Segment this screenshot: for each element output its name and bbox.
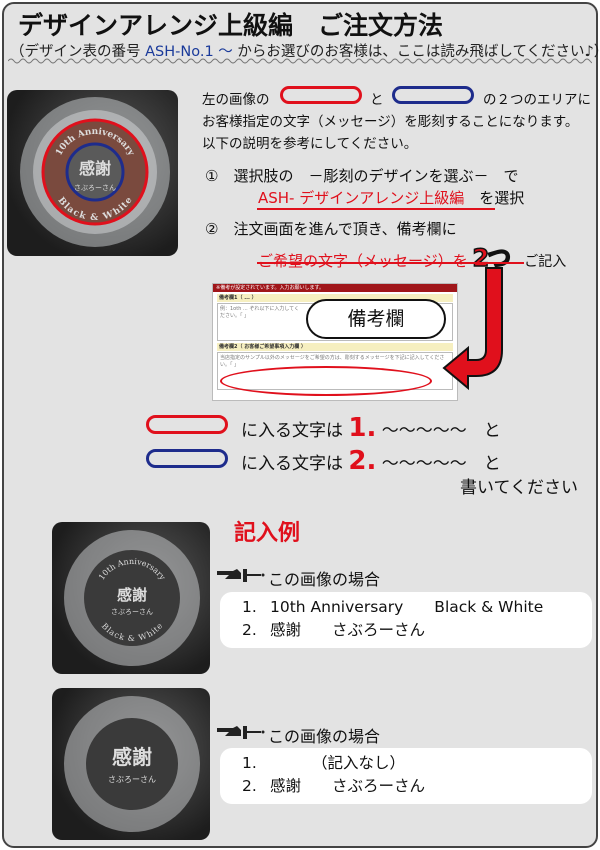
red-arrow-icon	[442, 267, 503, 391]
red-area-marker	[280, 86, 362, 104]
line-number: 2.	[242, 777, 257, 795]
photo-text-name: さぶろーさん	[74, 184, 116, 192]
remarks-highlight-oval	[220, 366, 432, 396]
design-option-highlight: ASH- デザインアレンジ上級編	[258, 189, 465, 207]
ashtray-photo-example-1: 10th Anniversary Black & White 感謝 さぶろーさん	[52, 522, 210, 674]
instruction-line-2: に入る文字は 2. ～～～～～ と	[241, 446, 501, 476]
step-1: ① 選択肢の －彫刻のデザインを選ぶ－ で	[205, 165, 518, 186]
line-text: 感謝 さぶろーさん	[270, 777, 426, 795]
remarks-2-label: 備考欄2（ お客様ご希望事項入力欄 ）	[217, 343, 453, 351]
example-1-line-2: 2. 感謝 さぶろーさん	[242, 619, 592, 642]
number-2: 2.	[348, 446, 377, 476]
pointing-hand-icon	[217, 569, 265, 582]
step-text: 注文画面を進んで頂き、備考欄に	[233, 220, 457, 238]
case-label: この画像の場合	[268, 727, 381, 746]
intro-text: 左の画像の	[202, 92, 270, 108]
step-text: 選択肢の －彫刻のデザインを選ぶ－ で	[233, 167, 519, 185]
case-label: この画像の場合	[268, 570, 381, 589]
wavy-divider	[8, 58, 592, 64]
intro-line-1: 左の画像の	[202, 88, 270, 108]
step-1-detail: ASH- デザインアレンジ上級編 を選択	[258, 187, 524, 208]
photo-text-center: 感謝	[112, 745, 152, 769]
instruction-closing: 書いてください	[460, 478, 578, 498]
photo-text-center: 感謝	[79, 159, 111, 178]
subtitle-post: からお選びのお客様は、ここは読み飛ばしてください♪）	[232, 44, 600, 60]
line-text: （記入なし）	[312, 754, 406, 772]
blue-area-marker	[392, 86, 474, 104]
example-2-line-1: 1. （記入なし）	[242, 752, 592, 775]
instruction-line-1: に入る文字は 1. ～～～～～ と	[241, 413, 501, 443]
red-area-marker	[146, 415, 228, 434]
line-number: 2.	[242, 621, 257, 639]
message-highlight: ご希望の文字（メッセージ）を	[258, 252, 468, 270]
intro-line-3: 以下の説明を参考にしてください。	[202, 136, 418, 152]
example-2-box: 1. （記入なし） 2. 感謝 さぶろーさん	[220, 748, 592, 804]
ashtray-photo-annotated: 10th Anniversary Black & White 感謝 さぶろーさん	[7, 90, 178, 256]
photo-text-name: さぶろーさん	[108, 775, 156, 784]
subtitle-code: ASH-No.1 ～	[145, 44, 233, 60]
step-after: ご記入	[524, 254, 567, 270]
line-text: 10th Anniversary Black & White	[270, 598, 544, 616]
pointing-hand-icon	[217, 726, 265, 739]
examples-heading: 記入例	[234, 521, 301, 546]
form-notice-bar: ※備考が設定されています。入力お願いします。	[213, 284, 457, 292]
photo-text-center: 感謝	[117, 586, 147, 604]
placeholder-tilde: ～～～～～	[381, 421, 467, 441]
and-text: と	[483, 454, 501, 474]
line-text: 感謝 さぶろーさん	[270, 621, 426, 639]
instruction-text: に入る文字は	[241, 454, 343, 474]
and-text: と	[483, 421, 501, 441]
subtitle-pre: （デザイン表の番号	[10, 44, 146, 60]
blue-area-marker	[146, 449, 228, 468]
blue-area-ring	[65, 142, 125, 202]
step-number: ②	[205, 220, 219, 238]
intro-and: と	[370, 92, 384, 108]
page-subtitle: （デザイン表の番号 ASH-No.1 ～ からお選びのお客様は、ここは読み飛ばし…	[10, 40, 600, 61]
ashtray-photo-example-2: 感謝 さぶろーさん	[52, 688, 210, 840]
step-number: ①	[205, 167, 219, 185]
example-2-line-2: 2. 感謝 さぶろーさん	[242, 775, 592, 798]
step-2-detail: ご希望の文字（メッセージ）を 2つ ご記入	[258, 238, 566, 273]
intro-line-1-end: の２つのエリアに	[483, 92, 591, 108]
step-2: ② 注文画面を進んで頂き、備考欄に	[205, 218, 457, 239]
step-after: を選択	[479, 189, 525, 207]
remarks-callout: 備考欄	[306, 299, 446, 339]
intro-line-2: お客様指定の文字（メッセージ）を彫刻することになります。	[202, 114, 579, 130]
number-1: 1.	[348, 413, 377, 443]
page-title: デザインアレンジ上級編 ご注文方法	[18, 11, 444, 40]
example-1-line-1: 1. 10th Anniversary Black & White	[242, 596, 592, 619]
line-number: 1.	[242, 598, 257, 616]
placeholder-tilde: ～～～～～	[381, 454, 467, 474]
photo-text-name: さぶろーさん	[111, 608, 153, 616]
underline	[257, 208, 495, 210]
example-1-box: 1. 10th Anniversary Black & White 2. 感謝 さぶ…	[220, 592, 592, 648]
line-number: 1.	[242, 754, 257, 772]
instruction-text: に入る文字は	[241, 421, 343, 441]
remarks-1-label: 備考欄1（ ... ）	[217, 294, 453, 302]
underline	[257, 262, 524, 264]
